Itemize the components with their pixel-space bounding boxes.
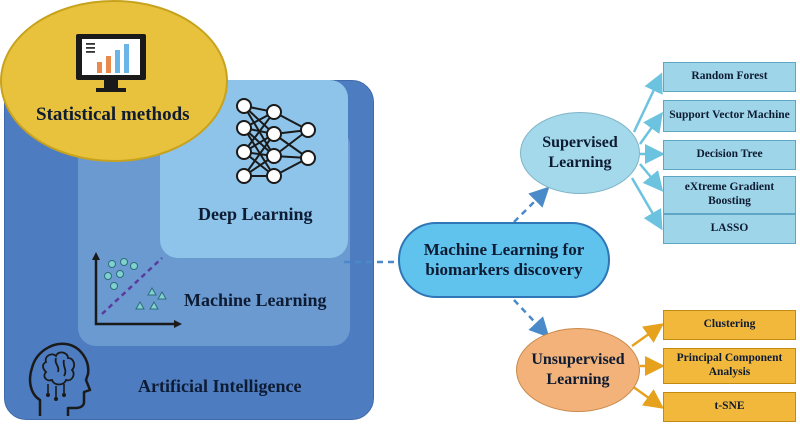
leaf-clustering: Clustering <box>663 310 796 340</box>
machine-learning-label: Machine Learning <box>184 290 327 310</box>
statistical-methods-label: Statistical methods <box>36 104 190 125</box>
leaf-tsne: t-SNE <box>663 392 796 422</box>
leaf-support-vector-machine: Support Vector Machine <box>663 100 796 132</box>
unsupervised-line-2: Learning <box>546 371 610 388</box>
center-line-1: Machine Learning for <box>423 239 585 259</box>
leaf-lasso: LASSO <box>663 214 796 244</box>
neural-network-icon <box>236 98 316 184</box>
supervised-line-2: Learning <box>548 154 612 171</box>
unsupervised-learning-node: Unsupervised Learning <box>516 328 640 412</box>
scatter-plot-icon <box>92 252 182 328</box>
leaf-random-forest: Random Forest <box>663 62 796 92</box>
leaf-pca: Principal Component Analysis <box>663 348 796 384</box>
dashed-arrow-unsupervised <box>513 299 550 338</box>
center-line-2: biomarkers discovery <box>425 260 583 279</box>
supervised-line-1: Supervised <box>542 134 618 151</box>
unsupervised-line-1: Unsupervised <box>531 351 625 368</box>
leaf-decision-tree: Decision Tree <box>663 140 796 170</box>
brain-head-icon <box>28 342 92 416</box>
artificial-intelligence-label: Artificial Intelligence <box>138 376 302 396</box>
center-node: Machine Learning for biomarkers discover… <box>398 222 610 298</box>
leaf-xgboost: eXtreme Gradient Boosting <box>663 176 796 214</box>
monitor-chart-icon <box>76 34 146 92</box>
supervised-learning-node: Supervised Learning <box>520 112 640 194</box>
dashed-arrow-supervised <box>513 186 550 223</box>
deep-learning-label: Deep Learning <box>198 204 313 224</box>
